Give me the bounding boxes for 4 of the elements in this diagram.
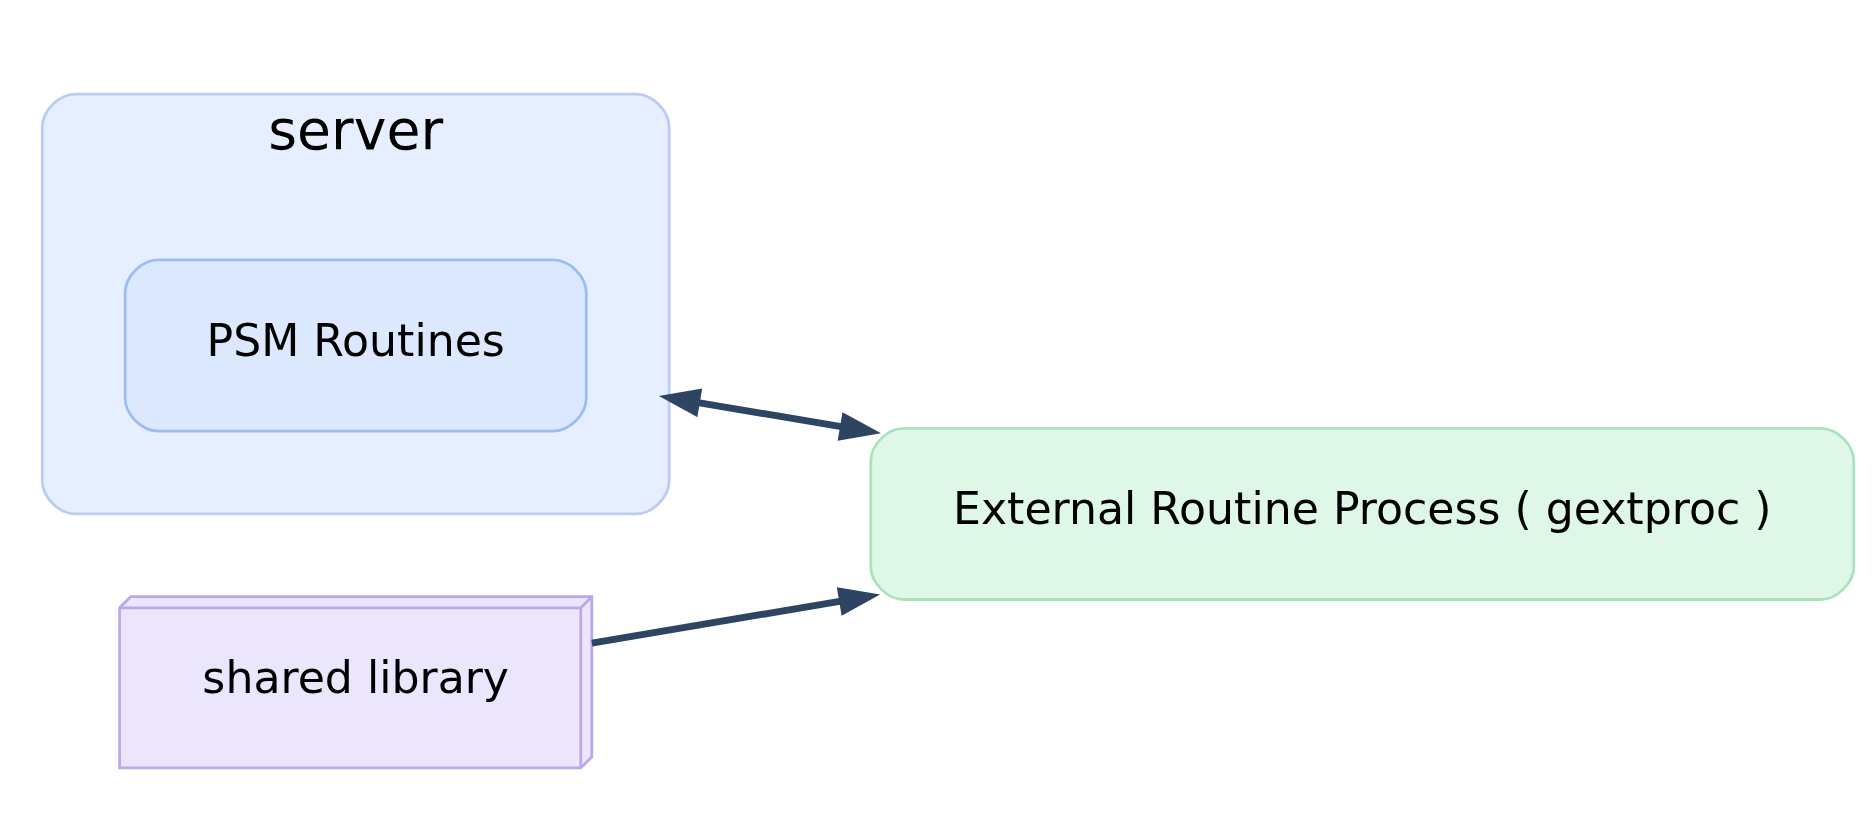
- arrow: [591, 586, 881, 646]
- node-box: External Routine Process ( gextproc ): [869, 426, 1856, 601]
- node-box: PSM Routines: [123, 257, 588, 432]
- arrow: [658, 388, 881, 441]
